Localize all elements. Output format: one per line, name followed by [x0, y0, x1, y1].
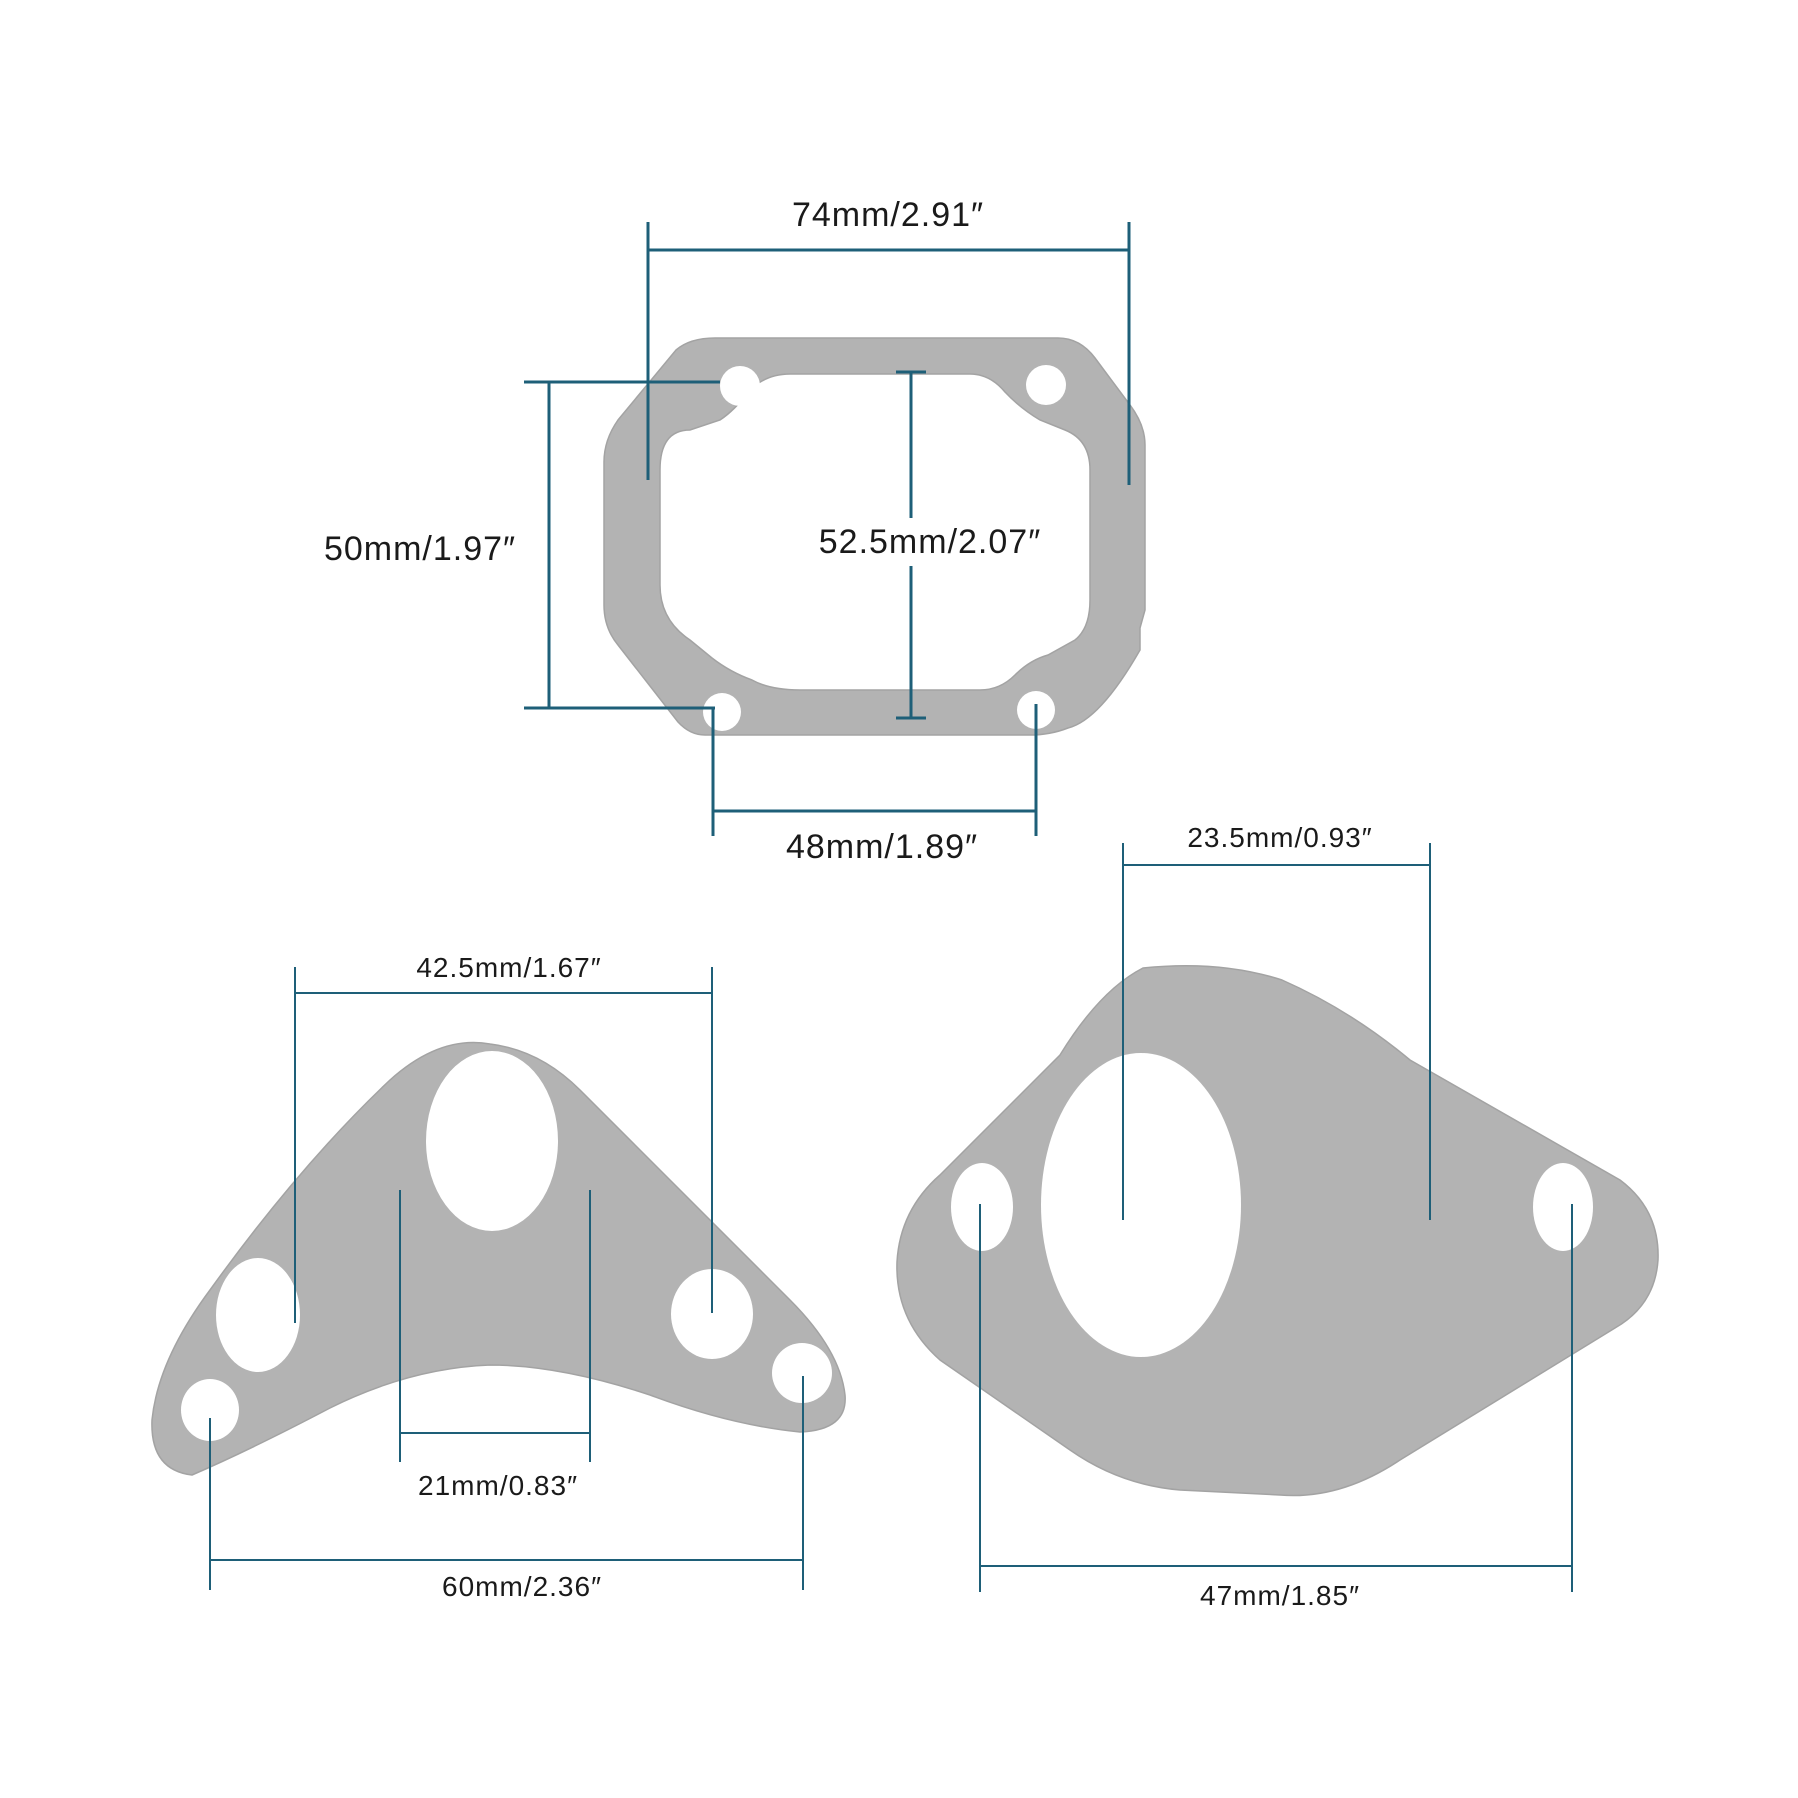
center-port-hole	[1041, 1053, 1241, 1357]
bolt-hole-bottom-left	[703, 693, 741, 731]
bolt-hole-right	[1533, 1163, 1593, 1251]
arch-dimension-lines	[209, 967, 804, 1590]
bolt-hole-top-right	[1026, 365, 1066, 405]
small-hole-right	[772, 1343, 832, 1403]
cylinder-head-gasket	[603, 337, 1146, 736]
bolt-hole-left	[951, 1163, 1013, 1251]
dimension-label-port-diameter: 23.5mm/0.93″	[1187, 822, 1373, 853]
dimension-label-overall-width: 74mm/2.91″	[791, 196, 985, 234]
arch-gasket	[151, 1041, 846, 1476]
large-hole-left	[216, 1258, 300, 1372]
dimension-label-inner-height: 52.5mm/2.07″	[818, 523, 1042, 561]
cylinder-head-dimension-lines	[524, 222, 1131, 836]
dimension-label-hole-spacing-vertical: 50mm/1.97″	[323, 530, 517, 568]
flange-dimension-lines	[979, 843, 1573, 1592]
dimension-label-large-hole-spacing: 42.5mm/1.67″	[416, 952, 602, 983]
dimension-label-bolt-hole-spacing: 47mm/1.85″	[1200, 1580, 1360, 1611]
center-hole	[426, 1051, 558, 1231]
bolt-hole-top-left	[720, 366, 760, 406]
arch-gasket-body	[151, 1041, 846, 1476]
dimension-label-center-hole-diameter: 21mm/0.83″	[418, 1470, 578, 1501]
dimension-label-small-hole-spacing: 60mm/2.36″	[442, 1571, 602, 1602]
flange-gasket	[896, 965, 1659, 1497]
large-hole-right	[671, 1269, 753, 1359]
small-hole-left	[181, 1379, 239, 1441]
dimension-label-hole-spacing-horizontal: 48mm/1.89″	[785, 828, 979, 866]
